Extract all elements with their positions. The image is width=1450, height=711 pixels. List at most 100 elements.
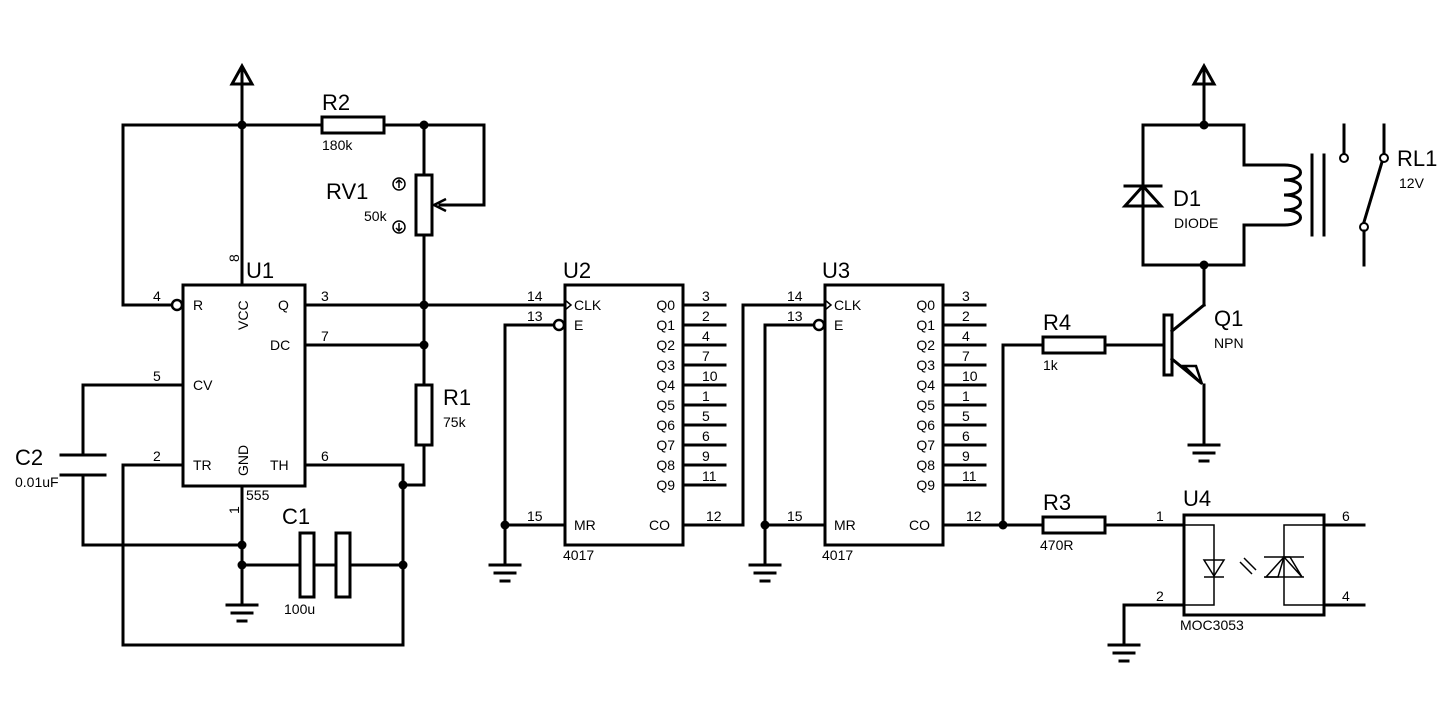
u2-output-pin-label: Q4: [656, 377, 675, 393]
u3-output-pin-number: 1: [962, 388, 970, 404]
u3-pin-number: 13: [787, 308, 803, 324]
d1-value-label: DIODE: [1174, 215, 1218, 231]
u2-output-pin-label: Q7: [656, 437, 675, 453]
r3-value-label: 470R: [1040, 537, 1073, 553]
capacitor-c1: C1 100u: [282, 504, 352, 617]
c2-ref-label: C2: [15, 445, 43, 470]
r4-value-label: 1k: [1043, 357, 1059, 373]
u4-value-label: MOC3053: [1180, 617, 1244, 633]
u2-pin-number: 13: [527, 308, 543, 324]
u3-pin-e-label: E: [834, 317, 843, 333]
u3-output-pin-number: 10: [962, 368, 978, 384]
ground-symbol-u2: [488, 563, 522, 583]
u3-output-pin-label: Q5: [916, 397, 935, 413]
u2-output-pin-label: Q1: [656, 317, 675, 333]
relay-rl1: RL1 12V: [1242, 123, 1437, 267]
u1-pin-gnd-label: GND: [235, 445, 251, 476]
u3-value-label: 4017: [822, 547, 853, 563]
rl1-ref-label: RL1: [1397, 146, 1437, 171]
u2-output-pin-label: Q2: [656, 337, 675, 353]
u1-pin-number: 8: [226, 254, 242, 262]
u3-output-pin-number: 2: [962, 308, 970, 324]
u3-output-pin-label: Q2: [916, 337, 935, 353]
u3-pin-co-label: CO: [909, 517, 930, 533]
u1-timer-555: R Q DC CV TR TH VCC GND 4 3 7 5 2 6 8 1 …: [81, 123, 567, 607]
u2-output-pin-number: 7: [702, 348, 710, 364]
u3-output-pin-label: Q7: [916, 437, 935, 453]
u2-output-pin-label: Q8: [656, 457, 675, 473]
u3-ref-label: U3: [822, 258, 850, 283]
u3-pin-number: 15: [787, 508, 803, 524]
u2-output-pin-number: 1: [702, 388, 710, 404]
u4-pin-number: 6: [1342, 508, 1350, 524]
u2-ref-label: U2: [563, 258, 591, 283]
resistor-r2: R2 180k: [320, 90, 386, 153]
u3-pin-mr-label: MR: [834, 517, 856, 533]
resistor-r3: R3 470R: [1040, 490, 1186, 553]
u2-output-pin-number: 3: [702, 288, 710, 304]
u2-output-pin-number: 11: [702, 468, 717, 484]
capacitor-c2: C2 0.01uF: [15, 445, 107, 490]
u3-output-pin-label: Q4: [916, 377, 935, 393]
optocoupler-u4: U4 MOC3053 1 2 6 4: [1122, 486, 1366, 647]
u3-output-pin-label: Q6: [916, 417, 935, 433]
u2-pin-number: 12: [706, 508, 722, 524]
u2-pin-co-label: CO: [649, 517, 670, 533]
u3-output-pin-number: 7: [962, 348, 970, 364]
u2-pin-number: 14: [527, 288, 543, 304]
u1-pin-number: 6: [321, 448, 329, 464]
resistor-r4: R4 1k: [1001, 310, 1166, 527]
u1-pin-r-label: R: [193, 297, 203, 313]
vcc-power-symbol-right: [1191, 62, 1217, 127]
c1-value-label: 100u: [284, 601, 315, 617]
u1-pin-number: 2: [153, 448, 161, 464]
rl1-value-label: 12V: [1399, 175, 1425, 191]
u4-pin-number: 4: [1342, 588, 1350, 604]
u1-pin-tr-label: TR: [193, 457, 212, 473]
u3-output-pin-number: 3: [962, 288, 970, 304]
u2-pin-mr-label: MR: [574, 517, 596, 533]
u2-output-pin-label: Q5: [656, 397, 675, 413]
u2-output-pin-label: Q0: [656, 297, 675, 313]
r1-value-label: 75k: [443, 414, 467, 430]
u2-output-pin-label: Q3: [656, 357, 675, 373]
u2-output-pin-number: 2: [702, 308, 710, 324]
u3-output-pin-label: Q1: [916, 317, 935, 333]
u2-output-pin-number: 6: [702, 428, 710, 444]
resistor-r1: R1 75k: [414, 383, 471, 447]
u1-pin-number: 3: [321, 288, 329, 304]
r2-ref-label: R2: [322, 90, 350, 115]
c2-value-label: 0.01uF: [15, 474, 59, 490]
u3-counter-4017: CLK E MR CO 14 13 15 12 Q03Q12Q24Q37Q410…: [741, 258, 1045, 567]
u3-output-pin-number: 9: [962, 448, 970, 464]
u1-value-label: 555: [246, 487, 270, 503]
u2-pin-e-label: E: [574, 317, 583, 333]
u3-pin-number: 14: [787, 288, 803, 304]
u3-pin-clk-label: CLK: [834, 297, 862, 313]
u4-pin-number: 1: [1156, 508, 1164, 524]
u2-output-pin-label: Q9: [656, 477, 675, 493]
ground-symbol-u4: [1107, 643, 1141, 663]
u1-pin-q-label: Q: [278, 297, 289, 313]
u1-pin-number: 5: [153, 368, 161, 384]
diode-d1: D1 DIODE: [1121, 120, 1246, 270]
rv1-value-label: 50k: [364, 208, 388, 224]
u4-ref-label: U4: [1183, 486, 1211, 511]
d1-ref-label: D1: [1173, 186, 1201, 211]
u4-pin-number: 2: [1156, 588, 1164, 604]
u2-pin-clk-label: CLK: [574, 297, 602, 313]
u3-pin-number: 12: [966, 508, 982, 524]
ground-symbol-q1: [1187, 443, 1221, 463]
rv1-ref-label: RV1: [326, 179, 368, 204]
q1-value-label: NPN: [1214, 335, 1244, 351]
u2-pin-number: 15: [527, 508, 543, 524]
u3-output-pin-label: Q3: [916, 357, 935, 373]
u1-pin-cv-label: CV: [193, 377, 213, 393]
r3-ref-label: R3: [1043, 490, 1071, 515]
u1-pin-th-label: TH: [270, 457, 289, 473]
u1-pin-number: 1: [226, 506, 242, 514]
u3-output-pin-label: Q0: [916, 297, 935, 313]
u2-value-label: 4017: [563, 547, 594, 563]
c1-ref-label: C1: [282, 504, 310, 529]
